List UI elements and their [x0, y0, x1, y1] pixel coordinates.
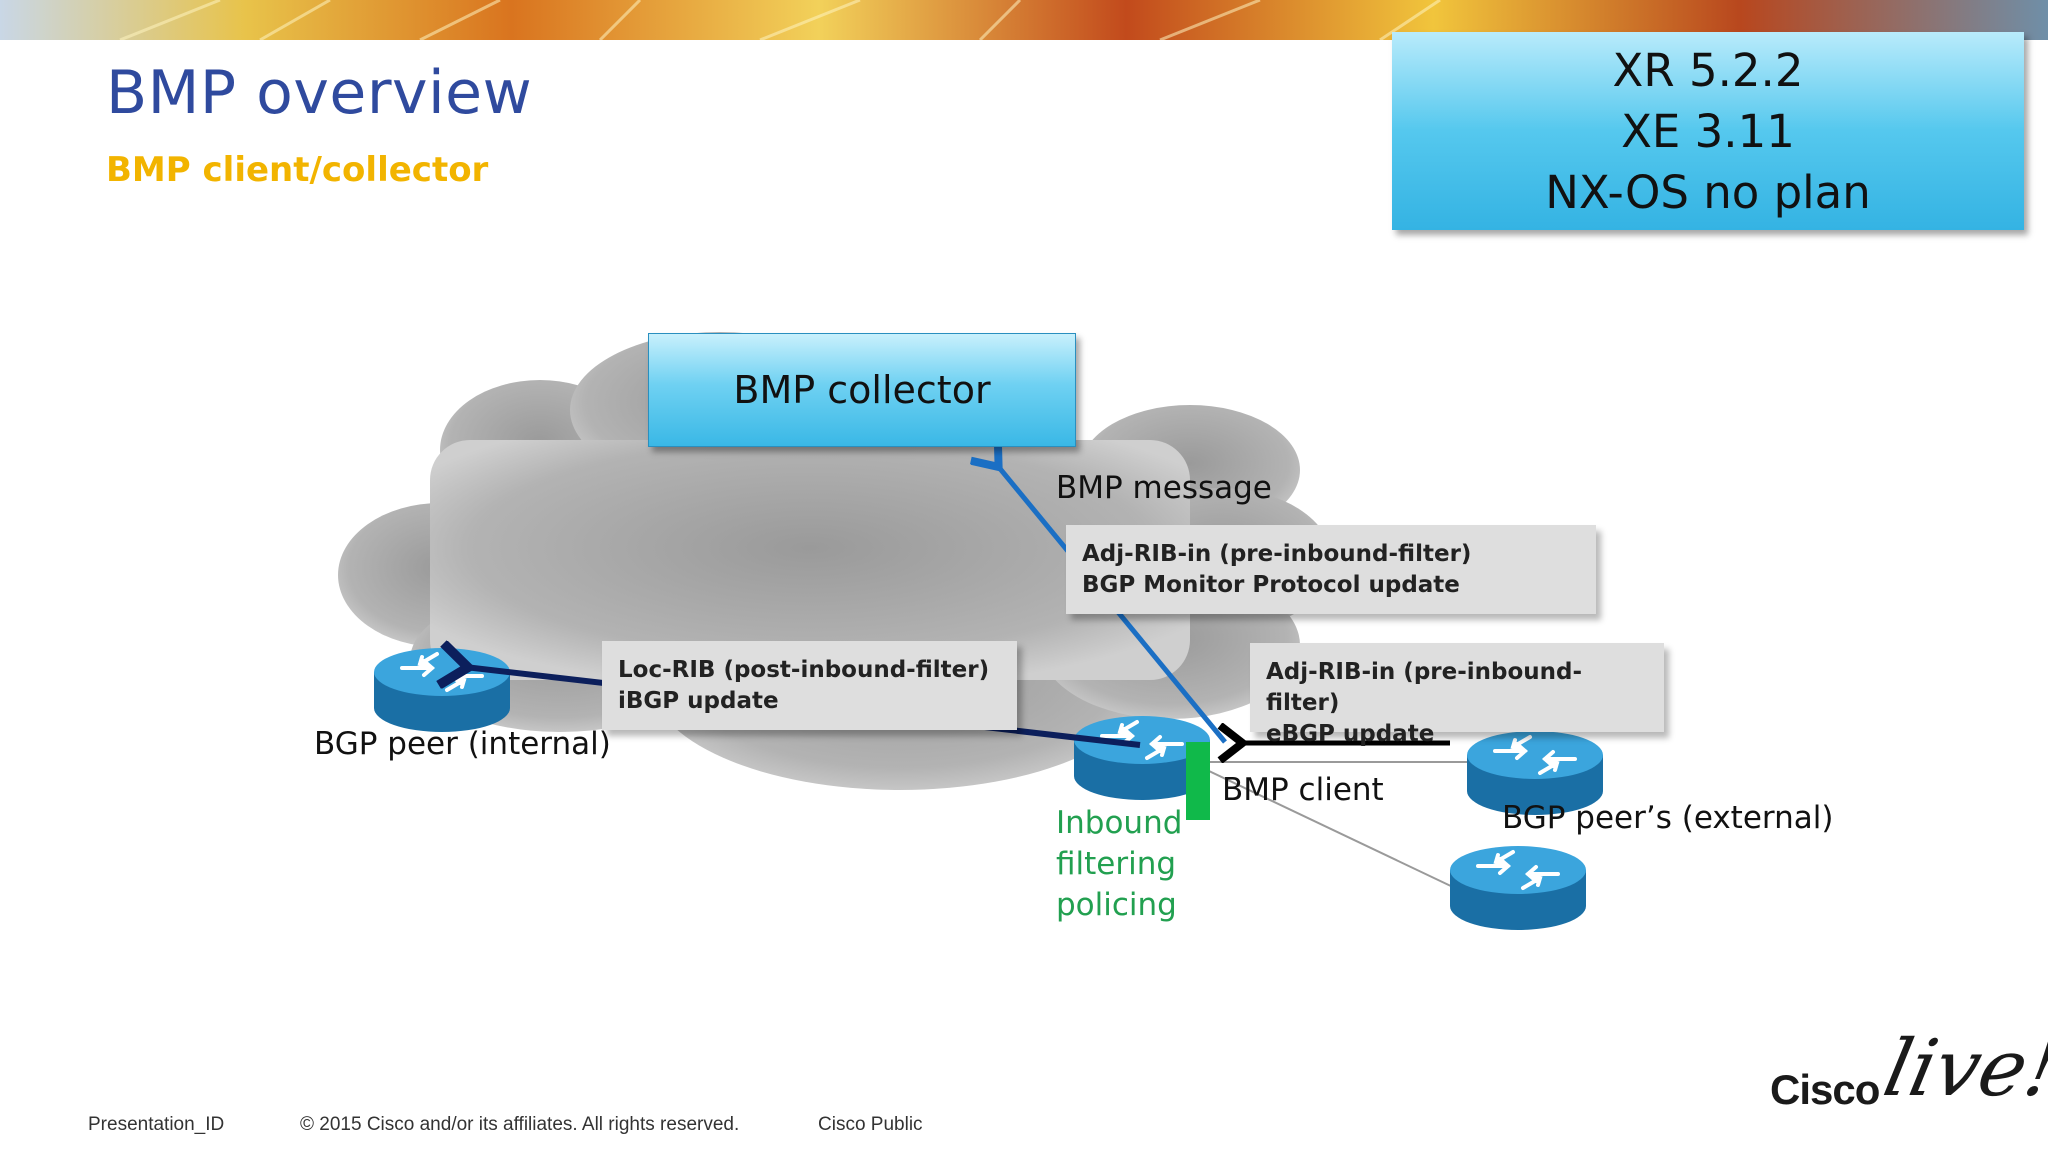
bgp-peer-internal-label: BGP peer (internal)	[314, 726, 611, 762]
bmp-collector-label: BMP collector	[733, 368, 991, 412]
loc-rib-ibgp-update-box: Loc-RIB (post-inbound-filter) iBGP updat…	[602, 641, 1017, 730]
bgp-peers-external-label: BGP peer’s (external)	[1502, 800, 1834, 836]
bmp-message-label: BMP message	[1056, 470, 1272, 506]
router-icon	[1074, 716, 1210, 800]
slide-title: BMP overview	[106, 58, 533, 128]
router-icon	[374, 648, 510, 732]
version-line: NX-OS no plan	[1545, 165, 1871, 219]
box-line: eBGP update	[1266, 721, 1435, 747]
inbound-filtering-policing-label: Inbound filtering policing	[1056, 803, 1182, 926]
slide-subtitle: BMP client/collector	[106, 150, 489, 190]
footer-copyright: © 2015 Cisco and/or its affiliates. All …	[300, 1114, 740, 1135]
cisco-live-logo: Cisco live!	[1770, 1024, 2048, 1120]
box-line: Adj-RIB-in (pre-inbound-filter)	[1082, 541, 1472, 567]
logo-brand: Cisco	[1770, 1066, 1880, 1113]
inbound-filter-bar	[1186, 742, 1210, 820]
box-line: iBGP update	[618, 688, 779, 714]
box-line: Adj-RIB-in (pre-inbound-filter)	[1266, 659, 1583, 716]
version-line: XE 3.11	[1621, 104, 1795, 158]
box-line: Loc-RIB (post-inbound-filter)	[618, 657, 990, 683]
inbound-text: Inbound	[1056, 805, 1183, 841]
link-client-peer-external-2	[1189, 761, 1456, 889]
version-support-box: XR 5.2.2 XE 3.11 NX-OS no plan	[1392, 32, 2024, 230]
logo-event: live!	[1876, 1024, 2048, 1114]
bmp-client-label: BMP client	[1222, 772, 1384, 808]
footer-presentation-id: Presentation_ID	[88, 1114, 225, 1135]
bmp-collector-box: BMP collector	[648, 333, 1076, 447]
header-banner	[0, 0, 2048, 40]
box-line: BGP Monitor Protocol update	[1082, 572, 1460, 598]
router-icon	[1467, 731, 1603, 815]
router-icon	[1450, 846, 1586, 930]
footer-classification: Cisco Public	[818, 1114, 923, 1135]
adj-rib-in-bmp-update-box: Adj-RIB-in (pre-inbound-filter) BGP Moni…	[1066, 525, 1596, 614]
filtering-text: filtering	[1056, 846, 1177, 882]
adj-rib-in-ebgp-update-box: Adj-RIB-in (pre-inbound-filter) eBGP upd…	[1250, 643, 1664, 747]
version-line: XR 5.2.2	[1612, 43, 1804, 97]
policing-text: policing	[1056, 887, 1177, 923]
